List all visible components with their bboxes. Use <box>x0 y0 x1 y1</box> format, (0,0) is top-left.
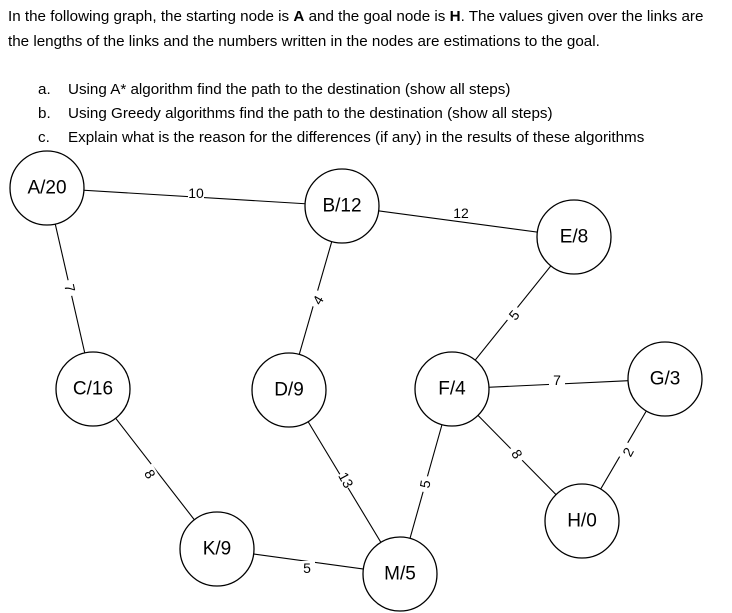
question-list: a. Using A* algorithm find the path to th… <box>38 78 644 150</box>
node-h: H/0 <box>544 483 620 559</box>
question-letter: c. <box>38 129 50 146</box>
edge-label-background <box>453 206 469 220</box>
node-label: D/9 <box>274 380 304 401</box>
intro-text: In the following graph, the starting nod… <box>8 8 294 25</box>
intro-bold-text: A <box>293 8 305 25</box>
node-a: A/20 <box>9 150 85 226</box>
node-label: G/3 <box>650 369 681 390</box>
node-g: G/3 <box>627 341 703 417</box>
edge-label-background <box>506 443 528 465</box>
edge-weight-label: 5 <box>303 560 311 576</box>
question-c: c. Explain what is the reason for the dif… <box>38 126 644 150</box>
node-circle <box>55 351 131 427</box>
intro-bold-text: H <box>449 8 461 25</box>
question-letter: a. <box>38 81 51 98</box>
edge-label-background <box>549 373 565 387</box>
edge-label-background <box>307 289 329 311</box>
node-m: M/5 <box>362 536 438 612</box>
node-label: B/12 <box>322 196 361 217</box>
intro-text: . The values given over the links are th… <box>8 8 704 50</box>
edge-label-background <box>503 304 525 326</box>
question-text: Using Greedy algorithms find the path to… <box>68 105 553 122</box>
node-label: K/9 <box>203 539 232 560</box>
node-c: C/16 <box>55 351 131 427</box>
problem-statement: In the following graph, the starting nod… <box>8 4 724 54</box>
question-text: Using A* algorithm find the path to the … <box>68 81 511 98</box>
node-b: B/12 <box>304 168 380 244</box>
node-label: F/4 <box>438 379 466 400</box>
edge-label-background <box>336 469 356 491</box>
edge-weight-label: 7 <box>553 372 561 388</box>
node-circle <box>179 511 255 587</box>
edge-b-e <box>341 205 575 238</box>
question-b: b. Using Greedy algorithms find the path … <box>38 102 644 126</box>
problem-intro: In the following graph, the starting nod… <box>8 4 724 54</box>
node-circle <box>251 352 327 428</box>
edge-label-background <box>299 561 315 575</box>
edge-label-background <box>618 441 638 463</box>
node-circle <box>627 341 703 417</box>
edge-label-background <box>139 463 161 485</box>
edge-weight-label: 5 <box>416 479 433 490</box>
edge-label-background <box>416 474 434 494</box>
node-e: E/8 <box>536 199 612 275</box>
node-circle <box>414 351 490 427</box>
node-circle <box>304 168 380 244</box>
node-label: M/5 <box>384 564 416 585</box>
edge-weight-label: 12 <box>453 205 469 221</box>
node-circle <box>362 536 438 612</box>
edge-weight-label: 7 <box>61 283 78 294</box>
node-k: K/9 <box>179 511 255 587</box>
node-d: D/9 <box>251 352 327 428</box>
nodes-layer: A/20B/12E/8C/16 D/9 F/4 G/3H/0K/9M/5 <box>9 150 703 612</box>
node-label: A/20 <box>27 178 66 199</box>
edge-label-background <box>188 186 204 200</box>
edge-label-background <box>61 278 79 298</box>
node-circle <box>536 199 612 275</box>
node-label: E/8 <box>560 227 589 248</box>
question-text: Explain what is the reason for the diffe… <box>68 129 645 146</box>
edge-weight-label: 13 <box>335 469 357 490</box>
question-letter: b. <box>38 105 51 122</box>
node-circle <box>9 150 85 226</box>
question-a: a. Using A* algorithm find the path to th… <box>38 78 644 102</box>
node-label: C/16 <box>73 379 113 400</box>
node-circle <box>544 483 620 559</box>
intro-text: and the goal node is <box>304 8 450 25</box>
edge-weight-label: 10 <box>188 185 204 201</box>
node-f: F/4 <box>414 351 490 427</box>
node-label: H/0 <box>567 511 597 532</box>
